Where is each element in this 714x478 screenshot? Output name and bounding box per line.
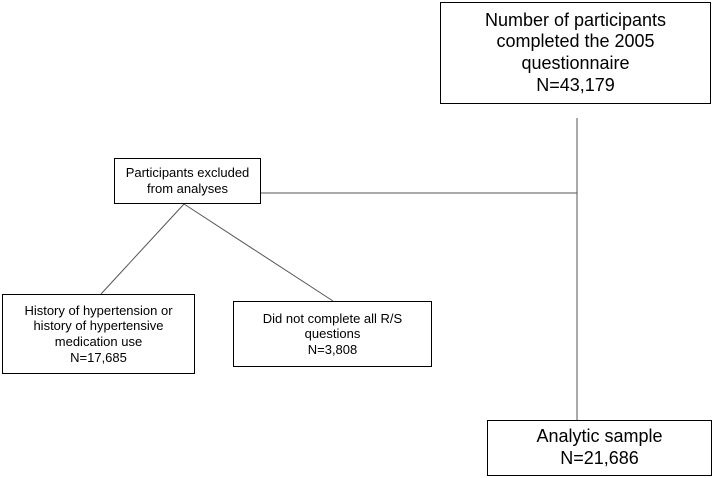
participants-line-3: questionnaire (521, 53, 630, 73)
exclusion-to-hypertension-connector (100, 203, 185, 295)
analytic-sample-box: Analytic sample N=21,686 (487, 420, 712, 476)
hypertension-line-2: history of hypertensive (33, 318, 164, 334)
analytic-count: N=21,686 (560, 448, 639, 468)
hypertension-count: N=17,685 (70, 349, 127, 365)
incomplete-rs-count: N=3,808 (307, 341, 358, 357)
excluded-line-1: Participants excluded (125, 165, 250, 181)
hypertension-line-1: History of hypertension or (24, 302, 173, 318)
hypertension-line-3: medication use (54, 334, 143, 349)
excluded-line-2: from analyses (147, 181, 228, 196)
participants-count: N=43,179 (536, 74, 615, 95)
excluded-box: Participants excluded from analyses (114, 158, 261, 204)
participants-line-1: Number of participants (484, 9, 667, 30)
exclusion-to-rs-connector (183, 203, 334, 302)
analytic-line-1: Analytic sample (536, 426, 663, 447)
incomplete-rs-line-1: Did not complete all R/S (262, 310, 403, 326)
hypertension-box: History of hypertension or history of hy… (2, 294, 195, 374)
incomplete-rs-line-2: questions (304, 326, 361, 342)
participants-box: Number of participants completed the 200… (440, 2, 711, 104)
participants-line-2: completed the 2005 (496, 31, 655, 52)
incomplete-rs-box: Did not complete all R/S questions N=3,8… (233, 301, 432, 367)
